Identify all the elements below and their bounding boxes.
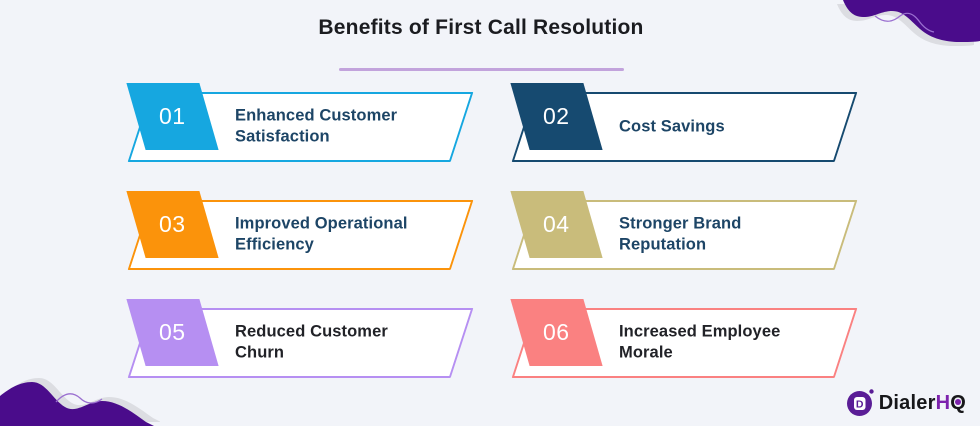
brand-name-q: Q [950, 392, 966, 415]
brand-name-dialer: Dialer [878, 391, 936, 414]
benefit-card-03: 03 Improved Operational Efficiency [126, 191, 474, 270]
benefit-card-01: 01 Enhanced Customer Satisfaction [126, 83, 474, 162]
svg-text:D: D [856, 399, 864, 411]
badge-number: 05 [159, 319, 186, 345]
benefit-label: Cost Savings [619, 117, 725, 136]
page-title: Benefits of First Call Resolution [318, 16, 644, 39]
benefit-card-05: 05 Reduced Customer Churn [126, 299, 474, 378]
benefit-label: Stronger Brand Reputation [619, 214, 742, 254]
benefit-label: Enhanced Customer Satisfaction [235, 106, 398, 146]
badge-number: 02 [543, 103, 570, 129]
brand-name-h: H [935, 391, 951, 414]
corner-blob-bottom-left [0, 378, 160, 426]
blob-shape [843, 0, 980, 42]
benefit-card-04: 04 Stronger Brand Reputation [510, 191, 858, 270]
benefit-label: Improved Operational Efficiency [235, 214, 408, 254]
title-underline [338, 68, 624, 71]
benefit-card-06: 06 Increased Employee Morale [510, 299, 858, 378]
dialerhq-logo: D DialerHQ [846, 388, 966, 418]
blob-shape [0, 382, 154, 426]
badge-number: 01 [159, 103, 186, 129]
badge-number: 03 [159, 211, 186, 237]
corner-blob-top-right [837, 0, 980, 46]
benefit-label: Reduced Customer Churn [235, 322, 388, 362]
brand-name: DialerHQ [879, 392, 966, 415]
badge-number: 04 [543, 211, 570, 237]
benefit-card-02: 02 Cost Savings [510, 83, 858, 162]
benefit-label: Increased Employee Morale [619, 322, 781, 362]
headset-icon: D [846, 389, 874, 416]
title-section: Benefits of First Call Resolution [0, 16, 962, 76]
benefits-grid: 01 Enhanced Customer Satisfaction 02 Cos… [126, 83, 858, 378]
badge-number: 06 [543, 319, 570, 345]
q-dot-icon [954, 399, 961, 405]
squiggle-line [55, 393, 103, 404]
squiggle-line [874, 12, 935, 33]
